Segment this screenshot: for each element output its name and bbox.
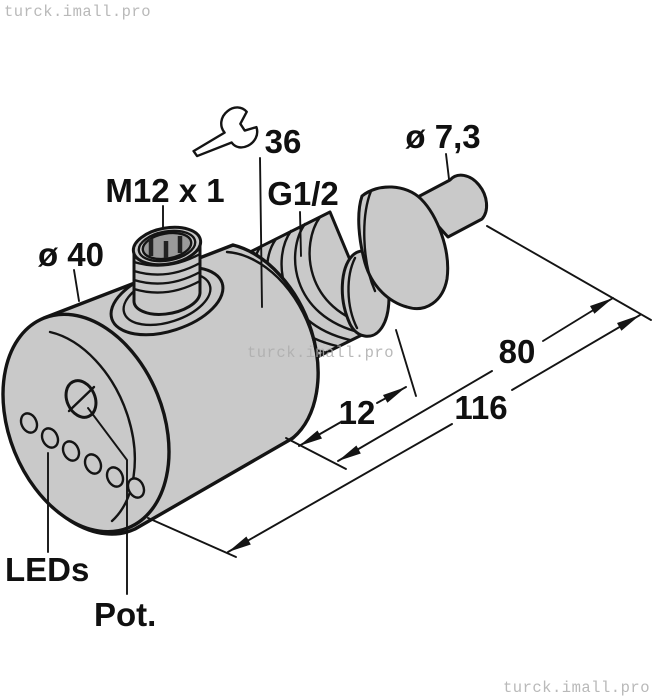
label-leds: LEDs	[5, 551, 89, 588]
led	[40, 427, 60, 449]
label-dim-thread-length: 12	[339, 394, 376, 431]
label-process-thread: G1/2	[267, 175, 339, 212]
label-wrench-size: 36	[265, 123, 302, 160]
extension-line-probe-tip	[486, 225, 652, 321]
arrowhead	[338, 445, 361, 461]
led	[105, 466, 125, 488]
arrowhead	[617, 315, 640, 331]
leader-wrench-size	[259, 157, 263, 308]
housing-rear-flange	[225, 250, 320, 445]
arrowhead	[299, 430, 322, 446]
leader-thread	[299, 211, 302, 257]
leader-probe-diameter	[445, 153, 450, 180]
extension-line-thread-start	[285, 437, 347, 470]
arrowhead	[228, 536, 251, 552]
leader-potentiometer	[87, 407, 128, 595]
connector-socket-ring	[137, 229, 197, 263]
led	[126, 477, 146, 499]
probe-tip	[412, 173, 489, 239]
watermark-top-left: turck.imall.pro	[4, 3, 151, 21]
watermark-bottom-right: turck.imall.pro	[503, 679, 650, 697]
leader-lines	[47, 153, 450, 595]
connector-shaft-edges	[132, 241, 202, 316]
connector-pins	[148, 236, 183, 258]
label-dim-total-length: 116	[454, 389, 507, 426]
paddle-front-vane-edge	[363, 189, 377, 293]
potentiometer-slot	[67, 385, 96, 413]
sensor-drawing	[1, 173, 489, 536]
watermark-center: turck.imall.pro	[247, 344, 394, 362]
paddle-front-vane	[357, 185, 450, 310]
led	[19, 412, 39, 434]
label-probe-diameter: ø 7,3	[405, 118, 480, 155]
led	[83, 453, 103, 475]
label-dim-probe-length: 80	[499, 333, 536, 370]
watermarks: turck.imall.pro turck.imall.pro turck.im…	[4, 3, 650, 697]
dimension-arrowheads	[228, 298, 640, 552]
paddle-rear-vane-edge	[347, 256, 359, 330]
label-potentiometer: Pot.	[94, 596, 156, 633]
wrench-icon	[192, 106, 259, 158]
dim-line-116	[227, 314, 641, 553]
labels: M12 x 1 G1/2 36 ø 7,3 ø 40 12 80 116 LED…	[5, 118, 535, 633]
led-indicators	[19, 412, 146, 499]
label-housing-diameter: ø 40	[38, 236, 104, 273]
arrowhead	[590, 298, 613, 314]
label-connector-thread: M12 x 1	[105, 172, 224, 209]
m12-connector	[109, 225, 225, 337]
extension-line-housing-front	[147, 517, 237, 558]
led	[61, 440, 81, 462]
arrowhead	[383, 387, 406, 403]
extension-line-thread-end	[395, 329, 417, 397]
leader-housing-diameter	[73, 269, 80, 302]
